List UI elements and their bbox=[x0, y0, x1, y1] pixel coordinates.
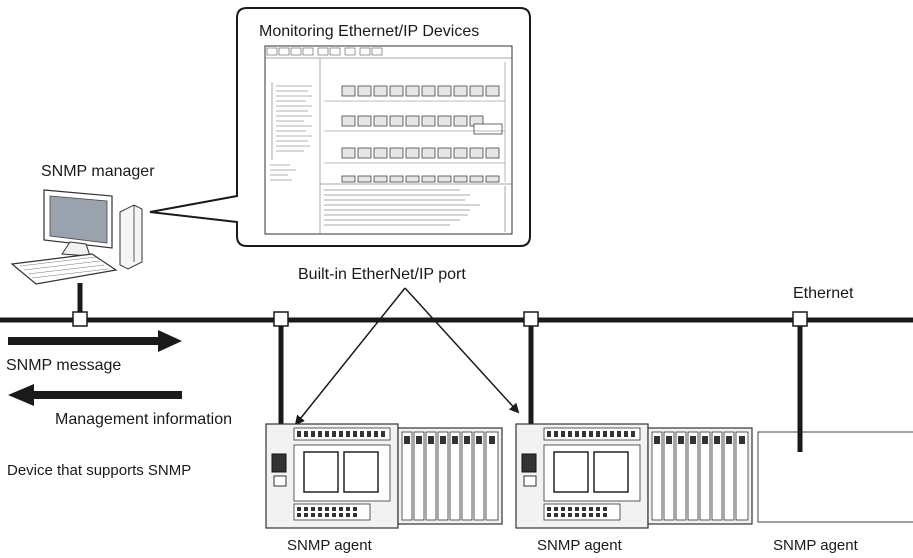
screen-toolbar bbox=[265, 47, 512, 59]
junction-agent-2 bbox=[523, 311, 539, 327]
pc-keyboard bbox=[10, 253, 118, 285]
device-supports-label: Device that supports SNMP bbox=[7, 462, 192, 479]
snmp-agent-label-2: SNMP agent bbox=[537, 537, 622, 554]
pc-tower bbox=[119, 204, 143, 270]
snmp-manager-pc bbox=[10, 189, 143, 312]
snmp-manager-label: SNMP manager bbox=[41, 163, 155, 180]
pc-monitor-screen bbox=[49, 195, 108, 244]
snmp-message-arrow bbox=[8, 330, 182, 352]
junction-agent-1 bbox=[273, 311, 289, 327]
screen-tree-panel bbox=[270, 58, 321, 234]
snmp-agent-device-3 bbox=[757, 431, 913, 523]
builtin-port-label: Built-in EtherNet/IP port bbox=[298, 266, 466, 283]
snmp-agent-device-1 bbox=[265, 423, 503, 529]
port-pointer-arrows bbox=[294, 287, 520, 426]
pc-monitor-stand bbox=[61, 241, 91, 257]
monitoring-screen bbox=[264, 45, 513, 235]
ethernet-label: Ethernet bbox=[793, 285, 854, 302]
snmp-agent-label-1: SNMP agent bbox=[287, 537, 372, 554]
management-info-arrow bbox=[8, 384, 182, 406]
screen-grid-rows bbox=[324, 62, 506, 182]
snmp-agent-label-3: SNMP agent bbox=[773, 537, 858, 554]
junction-agent-3 bbox=[792, 311, 808, 327]
snmp-agent-device-2 bbox=[515, 423, 753, 529]
management-info-label: Management information bbox=[55, 411, 232, 428]
callout-title: Monitoring Ethernet/IP Devices bbox=[259, 23, 480, 40]
screen-log-list bbox=[320, 183, 512, 232]
screen-device-grid bbox=[341, 85, 503, 183]
monitoring-callout bbox=[149, 7, 531, 247]
junction-manager bbox=[72, 311, 88, 327]
snmp-message-label: SNMP message bbox=[6, 357, 122, 374]
